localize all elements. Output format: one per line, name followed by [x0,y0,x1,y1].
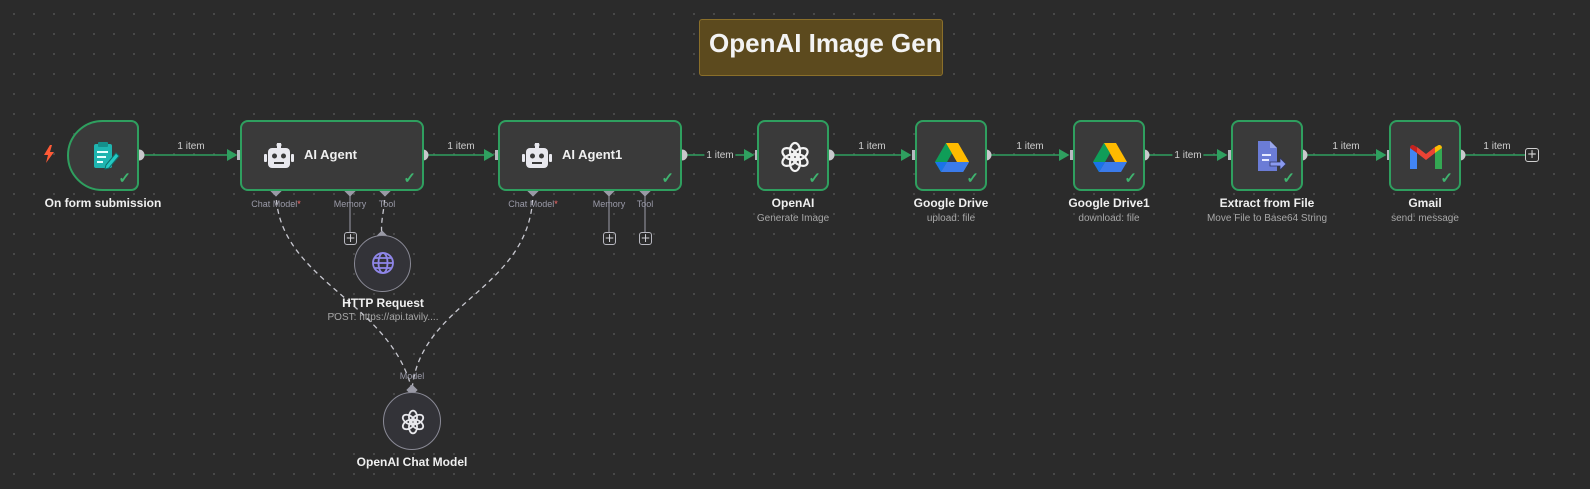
node-label: Google Drive1 [1068,196,1150,210]
port-label-memory: Memory [333,199,367,209]
google-drive-icon [1093,143,1127,172]
add-memory-button[interactable]: + [344,231,357,245]
google-drive-icon [935,143,969,172]
success-check-icon: ✓ [661,170,674,187]
success-check-icon: ✓ [1124,170,1137,187]
node-sublabel: upload: file [926,213,976,224]
success-check-icon: ✓ [966,170,979,187]
robot-icon [522,143,552,168]
node-label: Google Drive [913,196,989,210]
robot-icon [264,143,294,168]
node-sublabel: download: file [1078,213,1140,224]
port-label-memory: Memory [592,199,626,209]
edge-label: 1 item [704,150,736,161]
port-label-tool: Tool [378,199,396,209]
edge-label: 1 item [1330,141,1362,152]
node-google-drive[interactable]: ✓ [915,120,987,191]
node-label: Extract from File [1219,196,1315,210]
port-label-tool: Tool [636,199,654,209]
success-check-icon: ✓ [808,170,821,187]
file-extract-icon [1258,141,1287,171]
node-openai-chat-model[interactable] [383,392,441,450]
form-edit-icon [94,142,120,170]
edge-label: 1 item [175,141,207,152]
node-sublabel: send: message [1391,213,1459,224]
node-ai-agent[interactable]: AI Agent ✓ [240,120,424,191]
node-label: On form submission [44,196,162,210]
gmail-icon [1410,145,1442,169]
node-gmail[interactable]: ✓ [1389,120,1461,191]
port-label-model: Model [399,371,425,381]
node-ai-agent1[interactable]: AI Agent1 ✓ [498,120,682,191]
node-label: OpenAI [771,196,815,210]
port-stems [349,192,646,233]
subnode-connections [275,190,534,391]
node-openai[interactable]: ✓ [757,120,829,191]
node-http-request[interactable] [354,235,411,292]
node-on-form-submission[interactable]: ✓ [67,120,139,191]
openai-icon [401,409,425,435]
node-sublabel: Move File to Base64 String [1206,213,1328,224]
port-label-chat-model: Chat Model* [508,199,558,209]
success-check-icon: ✓ [403,170,416,187]
port-label-chat-model: Chat Model* [251,199,301,209]
edge-label: 1 item [1172,150,1204,161]
node-google-drive1[interactable]: ✓ [1073,120,1145,191]
node-label: Gmail [1408,196,1442,210]
edge-label: 1 item [856,141,888,152]
edge-label: 1 item [1481,141,1513,152]
trigger-bolt-icon [44,145,54,163]
edge-label: 1 item [1014,141,1046,152]
diamond-ports [270,185,651,396]
add-node-button[interactable]: + [1525,147,1539,162]
sticky-note[interactable]: OpenAI Image Gen [699,19,943,76]
add-memory-button[interactable]: + [603,231,616,245]
success-check-icon: ✓ [1440,170,1453,187]
success-check-icon: ✓ [1282,170,1295,187]
sticky-title: OpenAI Image Gen [709,28,942,58]
add-tool-button[interactable]: + [639,231,652,245]
node-label: AI Agent [304,147,357,162]
success-check-icon: ✓ [118,170,131,187]
node-label: OpenAI Chat Model [356,455,468,469]
node-sublabel: POST: https://api.tavily.... [327,312,439,323]
edge-label: 1 item [445,141,477,152]
node-extract-from-file[interactable]: ✓ [1231,120,1303,191]
openai-icon [781,141,809,173]
globe-icon [372,252,394,274]
node-label: AI Agent1 [562,147,623,162]
node-label: HTTP Request [342,296,424,310]
node-sublabel: Generate Image [756,213,830,224]
